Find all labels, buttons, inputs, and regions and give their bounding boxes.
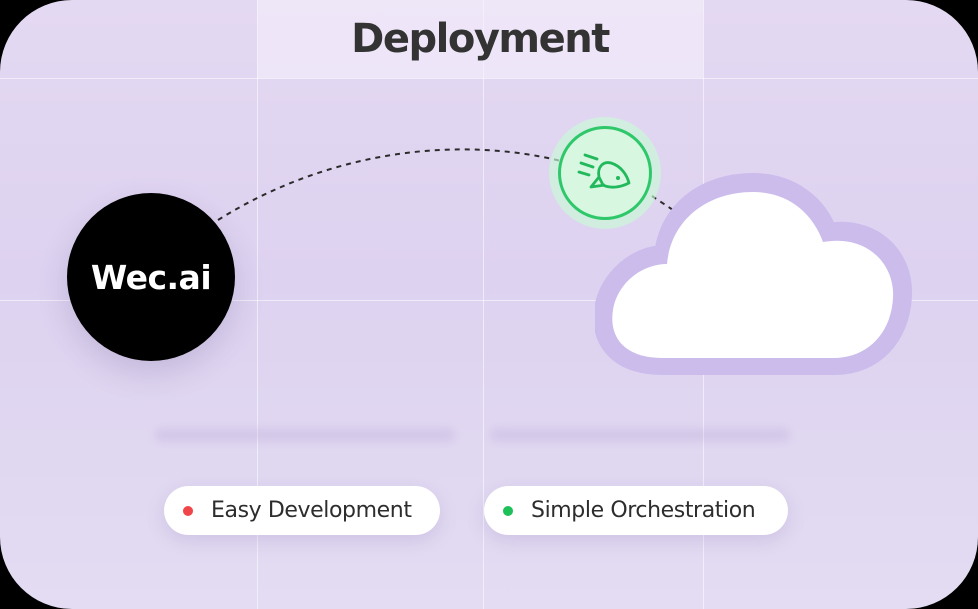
grid-line bbox=[0, 78, 978, 79]
shadow-decoration bbox=[155, 428, 455, 442]
shadow-decoration bbox=[490, 428, 790, 442]
rocket-badge bbox=[549, 117, 661, 229]
feature-label: Easy Development bbox=[211, 498, 412, 523]
page-title: Deployment bbox=[351, 16, 610, 62]
wec-ai-logo: Wec.ai bbox=[67, 193, 235, 361]
status-dot bbox=[503, 505, 513, 516]
rocket-icon bbox=[577, 153, 631, 189]
grid-line bbox=[483, 0, 484, 609]
feature-pill-easy-development: Easy Development bbox=[164, 486, 440, 535]
feature-pill-simple-orchestration: Simple Orchestration bbox=[484, 486, 788, 535]
cloud-icon bbox=[595, 173, 913, 375]
title-area: Deployment bbox=[257, 0, 703, 78]
grid-line bbox=[0, 300, 978, 301]
feature-label: Simple Orchestration bbox=[531, 498, 756, 523]
logo-text: Wec.ai bbox=[90, 257, 212, 297]
status-dot bbox=[183, 505, 193, 516]
grid-line bbox=[257, 0, 258, 609]
